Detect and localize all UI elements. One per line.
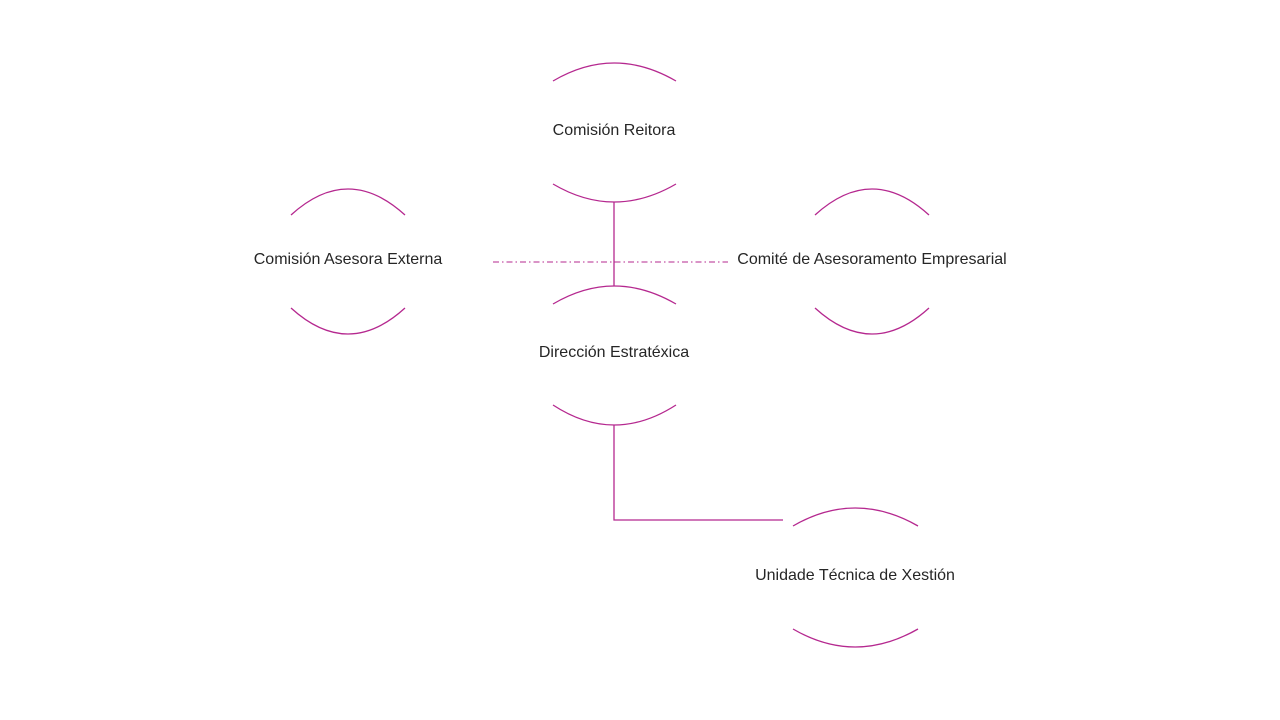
node-arc-comite-top (814, 188, 930, 216)
node-arc-reitora-top (552, 62, 677, 82)
node-comision-asesora-externa: Comisión Asesora Externa (253, 251, 443, 268)
node-unidade-tecnica-xestion: Unidade Técnica de Xestión (755, 567, 955, 584)
node-arc-unidade-bottom (792, 628, 919, 648)
node-arc-direccion-top (552, 285, 677, 305)
node-arc-direccion-bottom (552, 404, 677, 426)
node-comision-reitora: Comisión Reitora (552, 122, 676, 139)
node-arc-asesora-top (290, 188, 406, 216)
connector-direccion-unidade (613, 425, 783, 521)
node-comite-asesoramento-empresarial: Comité de Asesoramento Empresarial (737, 251, 1007, 268)
node-direccion-estratexica: Dirección Estratéxica (538, 344, 690, 361)
node-arc-reitora-bottom (552, 183, 677, 203)
node-arc-asesora-bottom (290, 307, 406, 335)
node-arc-comite-bottom (814, 307, 930, 335)
node-arc-unidade-top (792, 507, 919, 527)
